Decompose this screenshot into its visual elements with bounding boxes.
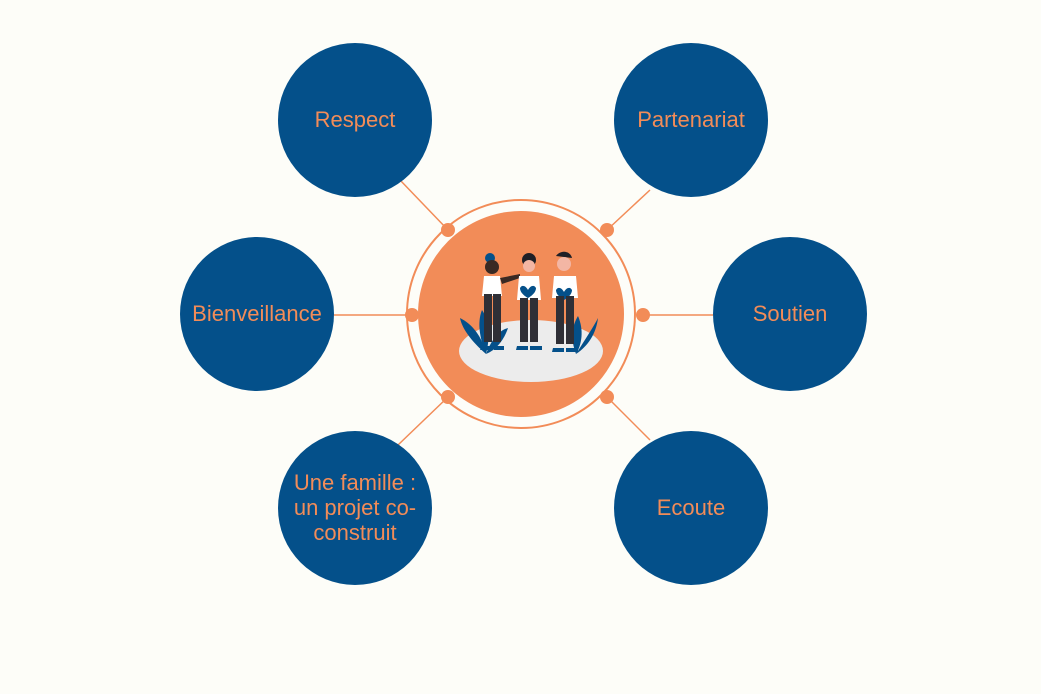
hub-outer-ring: [406, 199, 636, 429]
node-label-ecoute: Ecoute: [657, 495, 726, 520]
node-label-line: Bienveillance: [192, 301, 322, 326]
node-circle-respect: [278, 43, 432, 197]
node-circle-bienveillance: [180, 237, 334, 391]
node-label-bienveillance: Bienveillance: [192, 301, 322, 326]
connector-dot-ecoute: [600, 390, 614, 404]
node-ecoute: Ecoute: [614, 431, 768, 585]
connector-dot-soutien: [636, 308, 650, 322]
node-bienveillance: Bienveillance: [180, 237, 334, 391]
connector-lines: [334, 179, 713, 446]
connector-une-famille: [397, 396, 449, 446]
connector-ecoute: [606, 396, 651, 441]
connector-dot-partenariat: [600, 223, 614, 237]
node-label-line: un projet co-: [294, 495, 416, 520]
node-circle-partenariat: [614, 43, 768, 197]
connector-dot-bienveillance: [405, 308, 419, 322]
node-label-line: Ecoute: [657, 495, 726, 520]
node-soutien: Soutien: [713, 237, 867, 391]
node-une-famille: Une famille :un projet co-construit: [278, 431, 432, 585]
connector-partenariat: [606, 189, 651, 231]
node-label-line: construit: [313, 520, 396, 545]
connector-respect: [399, 179, 449, 231]
person-middle-icon: [516, 253, 542, 350]
three-people-holding-hearts-illustration: [459, 251, 603, 382]
node-label-line: Une famille :: [294, 470, 416, 495]
node-label-line: Respect: [315, 107, 396, 132]
person-right-icon: [552, 251, 578, 352]
node-circle-ecoute: [614, 431, 768, 585]
node-label-line: Partenariat: [637, 107, 745, 132]
node-label-une-famille: Une famille :un projet co-construit: [294, 470, 416, 545]
right-plant-icon: [572, 316, 598, 354]
node-label-partenariat: Partenariat: [637, 107, 745, 132]
node-label-respect: Respect: [315, 107, 396, 132]
node-partenariat: Partenariat: [614, 43, 768, 197]
node-respect: Respect: [278, 43, 432, 197]
node-label-line: Soutien: [753, 301, 828, 326]
connector-dot-une-famille: [441, 390, 455, 404]
connector-dot-respect: [441, 223, 455, 237]
person-left-icon: [480, 253, 520, 350]
node-circle-soutien: [713, 237, 867, 391]
node-circle-une-famille: [278, 431, 432, 585]
hub: [406, 199, 636, 429]
node-label-soutien: Soutien: [753, 301, 828, 326]
